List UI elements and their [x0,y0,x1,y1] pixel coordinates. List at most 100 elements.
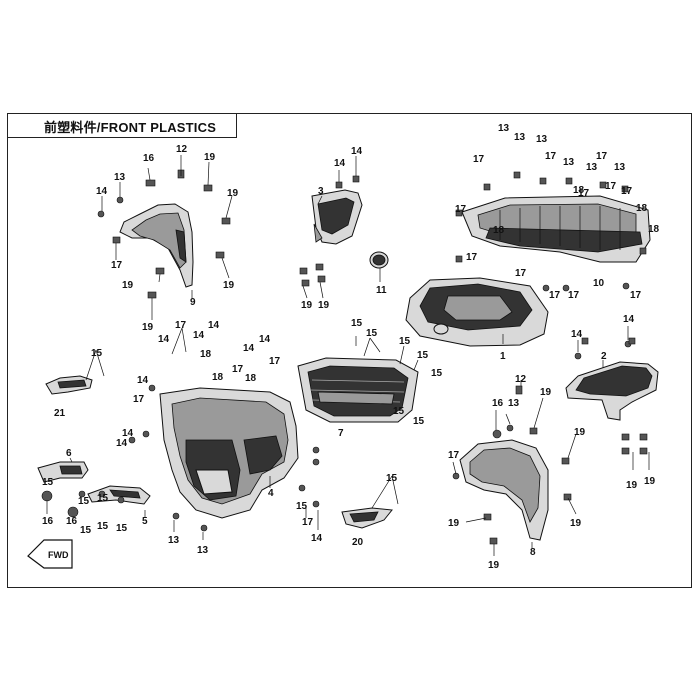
callout-20: 20 [352,537,364,548]
callout-15i: 15 [42,477,54,488]
callout-18: 18 [200,349,212,360]
callout-14l: 14 [158,334,170,345]
callout-19m: 19 [626,480,638,491]
callout-18g: 18 [493,225,505,236]
callout-17c: 17 [175,320,187,331]
callout-8: 8 [530,547,536,558]
callout-19i: 19 [574,427,586,438]
callout-17m: 17 [605,181,617,192]
callout-13e: 13 [514,132,526,143]
callout-13b: 13 [168,535,180,546]
hood-part [405,277,549,347]
title-box [7,113,237,138]
front-rack-part [461,195,651,263]
diagram-frame [7,113,692,588]
callout-4: 4 [268,488,274,499]
right-side-panel-part [565,361,659,421]
callout-11: 11 [376,285,387,296]
callout-17o: 17 [515,268,527,279]
fwd-arrow-icon: FWD [27,539,73,569]
callout-14d: 14 [571,329,583,340]
callout-18f: 18 [648,224,660,235]
callout-13c: 13 [197,545,209,556]
bracket-21-part [45,375,93,395]
callout-13j: 13 [508,398,520,409]
callout-18d: 18 [573,185,585,196]
callout-17e: 17 [269,356,281,367]
callout-17q: 17 [568,290,580,301]
callout-17i: 17 [473,154,485,165]
callout-19n: 19 [644,476,656,487]
callout-19l: 19 [488,560,500,571]
callout-15h: 15 [413,416,425,427]
callout-15p: 15 [386,473,398,484]
callout-19f: 19 [301,300,313,311]
callout-15l: 15 [80,525,92,536]
fwd-label: FWD [48,550,69,560]
callout-16b: 16 [42,516,54,527]
page-title: 前塑料件/FRONT PLASTICS [44,120,217,135]
callout-18c: 18 [245,373,257,384]
callout-19h: 19 [540,387,552,398]
callout-19c: 19 [223,280,235,291]
callout-13d: 13 [498,123,510,134]
bracket-6-part [37,461,89,483]
callout-18e: 18 [636,203,648,214]
callout-14h: 14 [116,438,128,449]
callout-15c: 15 [366,328,378,339]
bracket-5-part [87,485,151,505]
callout-17: 17 [111,260,123,271]
callout-15g: 15 [393,406,405,417]
callout-17j: 17 [545,151,557,162]
callout-14e: 14 [623,314,635,325]
callout-14n: 14 [259,334,271,345]
callout-17f: 17 [302,517,314,528]
callout-17r: 17 [630,290,642,301]
callout-13: 13 [114,172,126,183]
right-fender-part [459,439,549,541]
callout-13f: 13 [536,134,548,145]
emblem-part [369,251,389,269]
callout-13g: 13 [563,157,575,168]
callout-17b: 17 [133,394,145,405]
callout-14i: 14 [311,533,323,544]
callout-17n: 17 [621,186,633,197]
callout-14c: 14 [351,146,363,157]
callout-14k: 14 [208,320,220,331]
callout-16d: 16 [492,398,504,409]
callout-15m: 15 [97,521,109,532]
callout-19e: 19 [142,322,154,333]
callout-17k: 17 [596,151,608,162]
callout-19d: 19 [122,280,134,291]
callout-3: 3 [318,186,324,197]
callout-17l: 17 [578,188,590,199]
callout-19k: 19 [448,518,460,529]
callout-9: 9 [190,297,196,308]
callout-1: 1 [500,351,506,362]
callout-15o: 15 [296,501,308,512]
callout-19j: 19 [570,518,582,529]
callout-21: 21 [54,408,66,419]
callout-16c: 16 [66,516,78,527]
callout-15j: 15 [78,496,90,507]
callout-7: 7 [338,428,344,439]
callout-17d: 17 [232,364,244,375]
front-fascia-part [159,387,299,519]
callout-14g: 14 [122,428,134,439]
callout-14: 14 [96,186,108,197]
callout-14m: 14 [243,343,255,354]
callout-13i: 13 [614,162,626,173]
callout-15b: 15 [351,318,363,329]
callout-15n: 15 [116,523,128,534]
callout-17p: 17 [549,290,561,301]
trim-20-part [341,507,393,529]
callout-labels: 1 2 3 4 5 6 7 8 9 10 11 12 12 13 13 13 1… [42,123,660,571]
callout-13h: 13 [586,162,598,173]
callout-17s: 17 [466,252,478,263]
callout-17h: 17 [455,204,467,215]
callout-19b: 19 [227,188,239,199]
leader-lines [46,155,650,556]
callout-15f: 15 [431,368,443,379]
callout-15e: 15 [417,350,429,361]
